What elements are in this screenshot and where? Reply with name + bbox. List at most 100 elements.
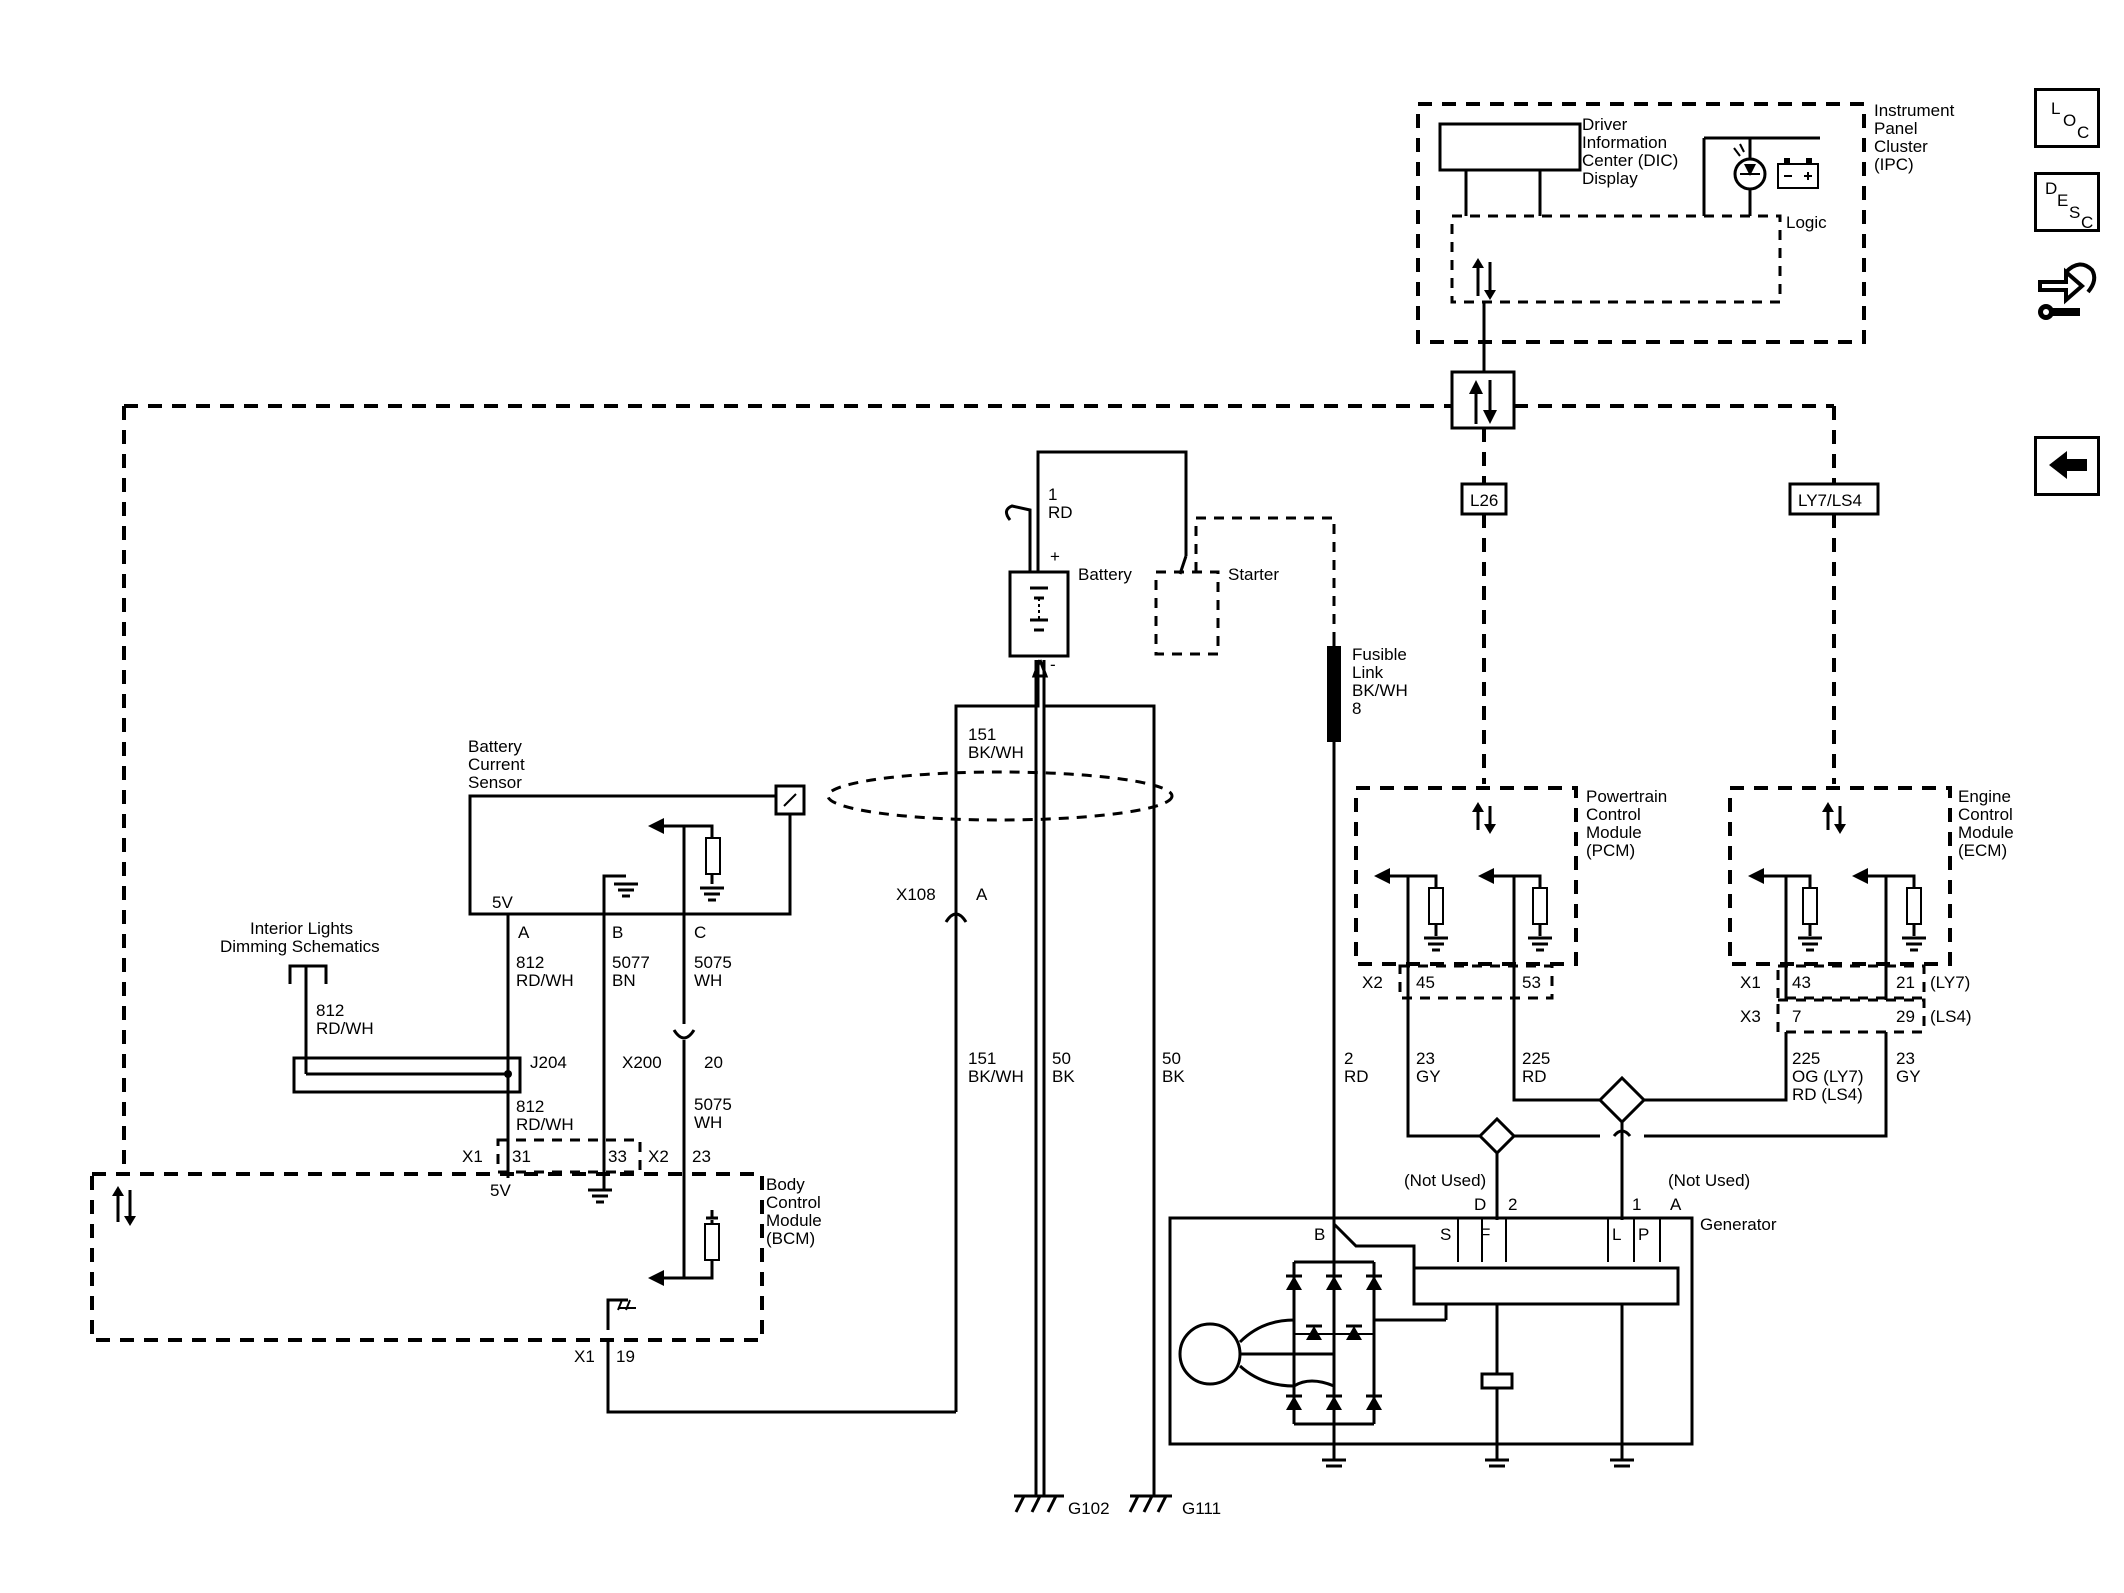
sensor-title-line3: Sensor	[468, 773, 522, 792]
fusible-link-symbol	[1327, 646, 1341, 742]
dic-label-line3: Center (DIC)	[1582, 151, 1678, 170]
wire-5075-b-number: 5075	[694, 1095, 732, 1114]
interior-lights-line1: Interior Lights	[250, 919, 353, 938]
sensor-title-line2: Current	[468, 755, 525, 774]
x108-label: X108	[896, 885, 936, 904]
desc-letter-c: C	[2081, 213, 2094, 232]
gen-pin-1: 1	[1632, 1195, 1641, 1214]
j204-splice-box	[292, 1056, 522, 1094]
ground-g111-icon	[1128, 1494, 1172, 1513]
bcm-x2-label: X2	[648, 1147, 669, 1166]
pcm-x2-label: X2	[1362, 973, 1383, 992]
back-arrow-icon	[2049, 451, 2087, 479]
j204-label: J204	[530, 1053, 567, 1072]
ecm-x1-option: (LY7)	[1930, 973, 1970, 992]
bcm-serial-data-arrows-icon	[112, 1186, 136, 1226]
bcm-x1b-label: X1	[574, 1347, 595, 1366]
pcm-serial-data-arrows-icon	[1472, 802, 1496, 834]
sensor-5v-label: 5V	[492, 893, 513, 912]
serial-data-hub	[1450, 370, 1516, 430]
wire-151-a-color: BK/WH	[968, 743, 1024, 762]
bcm-module-box	[90, 1172, 764, 1342]
battery-warning-symbol-icon	[1777, 158, 1819, 189]
desc-letter-e: E	[2057, 191, 2069, 210]
pcm-module-box	[1354, 786, 1578, 966]
ecm-module-box	[1728, 786, 1952, 966]
description-button[interactable]: D E S C	[2034, 172, 2100, 232]
option-ly7ls4-label: LY7/LS4	[1798, 491, 1862, 510]
desc-letter-d: D	[2045, 179, 2058, 198]
wire-2-color: RD	[1344, 1067, 1369, 1086]
ipc-logic-box	[1450, 214, 1782, 304]
gen-terminal-f: F	[1480, 1225, 1490, 1244]
wire-225-b-color1: OG (LY7)	[1792, 1067, 1863, 1086]
ipc-title-line1: Instrument	[1874, 101, 1955, 120]
wire-812-b-color: RD/WH	[516, 1115, 574, 1134]
interior-wire-number: 812	[316, 1001, 344, 1020]
sensor-pin-a: A	[518, 923, 530, 942]
bcm-title-line2: Control	[766, 1193, 821, 1212]
x200-pin: 20	[704, 1053, 723, 1072]
gen-terminal-l: L	[1612, 1225, 1621, 1244]
gen-pin-a: A	[1670, 1195, 1682, 1214]
pcm-x2-connector	[1398, 964, 1554, 1000]
fusible-label-line3: BK/WH	[1352, 681, 1408, 700]
ipc-serial-data-arrows-icon	[1472, 258, 1496, 300]
bcm-x1-pin31: 31	[512, 1147, 531, 1166]
wire-23-b-number: 23	[1896, 1049, 1915, 1068]
option-ly7ls4-box	[1788, 482, 1880, 516]
dic-label-line4: Display	[1582, 169, 1638, 188]
bcm-x1b-pin19: 19	[616, 1347, 635, 1366]
ecm-pin-21: 21	[1896, 973, 1915, 992]
x200-label: X200	[622, 1053, 662, 1072]
sensor-title-line1: Battery	[468, 737, 522, 756]
current-sensor-loop	[826, 770, 1174, 822]
back-button[interactable]	[2034, 436, 2100, 496]
gen-terminal-s: S	[1440, 1225, 1451, 1244]
wire-23-b-color: GY	[1896, 1067, 1921, 1086]
ecm-title-line2: Control	[1958, 805, 2013, 824]
fusible-label-line4: 8	[1352, 699, 1361, 718]
fusible-label-line1: Fusible	[1352, 645, 1407, 664]
wire-50-b-number: 50	[1162, 1049, 1181, 1068]
interior-wire-color: RD/WH	[316, 1019, 374, 1038]
gen-not-used-right: (Not Used)	[1668, 1171, 1750, 1190]
wire-151-a-number: 151	[968, 725, 996, 744]
gen-not-used-left: (Not Used)	[1404, 1171, 1486, 1190]
bcm-x1-pin33: 33	[608, 1147, 627, 1166]
wire-5075-a-number: 5075	[694, 953, 732, 972]
ecm-x3-connector	[1776, 998, 1926, 1034]
wire-151-b-color: BK/WH	[968, 1067, 1024, 1086]
bcm-title-line1: Body	[766, 1175, 805, 1194]
generator-field-coil	[1480, 1372, 1514, 1390]
sensor-resistor-icon	[705, 837, 721, 875]
wire-151-b-number: 151	[968, 1049, 996, 1068]
indicator-lamp-icon	[1733, 138, 1767, 216]
sensor-ground-icon-c	[700, 886, 724, 902]
battery-label: Battery	[1078, 565, 1132, 584]
fusible-label-line2: Link	[1352, 663, 1384, 682]
diagnostics-wrench-icon[interactable]	[2036, 252, 2102, 332]
rectifier-diodes-icon	[1286, 1274, 1382, 1410]
battery-box	[1008, 570, 1070, 658]
wire-23-a-color: GY	[1416, 1067, 1441, 1086]
sensor-ground-icon-b	[614, 882, 638, 898]
interior-lights-line2: Dimming Schematics	[220, 937, 380, 956]
wire-50-a-number: 50	[1052, 1049, 1071, 1068]
ecm-title-line4: (ECM)	[1958, 841, 2007, 860]
bcm-x2-pin23: 23	[692, 1147, 711, 1166]
splice-diamond-left	[1477, 1116, 1517, 1156]
location-button[interactable]: L O C	[2034, 88, 2100, 148]
bcm-title-line3: Module	[766, 1211, 822, 1230]
gen-pin-d: D	[1474, 1195, 1486, 1214]
bcm-resistor-icon	[704, 1223, 720, 1261]
pcm-pin-45: 45	[1416, 973, 1435, 992]
generator-box	[1168, 1216, 1694, 1446]
generator-label: Generator	[1700, 1215, 1777, 1234]
ipc-module-box	[1416, 102, 1866, 344]
wire-5075-a-color: WH	[694, 971, 722, 990]
battery-wire-number: 1	[1048, 485, 1057, 504]
ecm-pin-7: 7	[1792, 1007, 1801, 1026]
option-l26-label: L26	[1470, 491, 1498, 510]
